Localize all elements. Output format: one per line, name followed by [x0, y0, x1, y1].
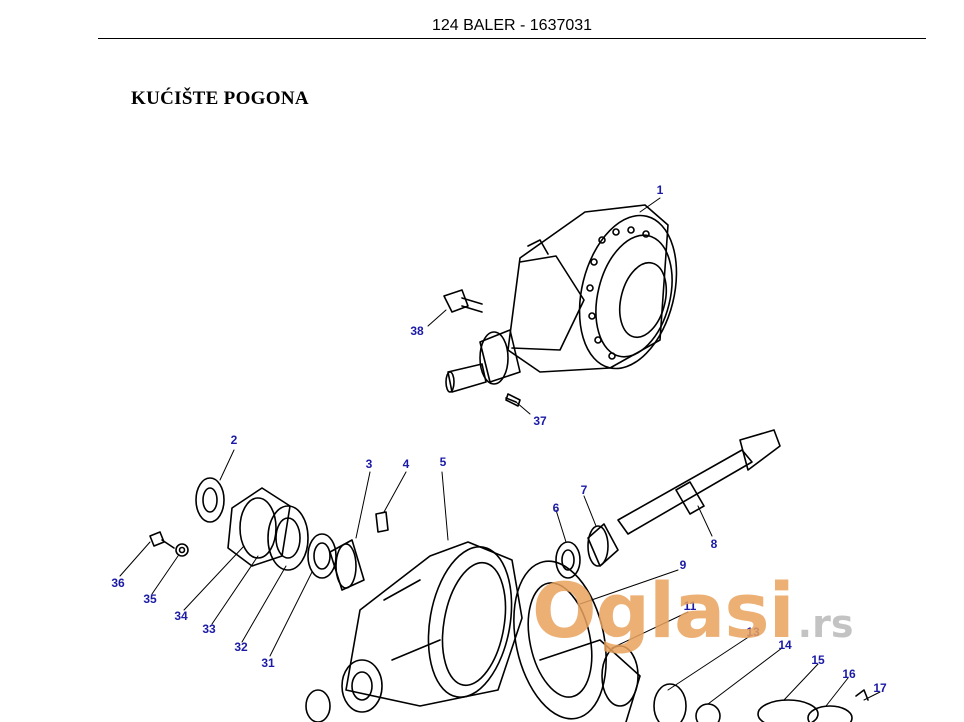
callout-1: 1	[657, 183, 664, 197]
callout-31: 31	[261, 656, 275, 670]
watermark-tld: .rs	[797, 602, 854, 646]
callout-37: 37	[533, 414, 547, 428]
callout-labels: 1 2 3 4 5 6 7 8 9 11 13 14 15 16 17 31 3…	[111, 183, 887, 695]
callout-16: 16	[842, 667, 856, 681]
document-title: 124 BALER - 1637031	[431, 17, 593, 34]
callout-36: 36	[111, 576, 125, 590]
callout-33: 33	[202, 622, 216, 636]
lower-exploded-parts	[149, 429, 869, 722]
callout-6: 6	[553, 501, 560, 515]
watermark-name: Oglasi	[532, 566, 795, 655]
callout-4: 4	[403, 457, 410, 471]
oglasi-watermark-logo: Oglasi.rs	[532, 566, 853, 656]
callout-38: 38	[410, 324, 424, 338]
leader-lines	[119, 197, 881, 707]
callout-13: 13	[746, 625, 760, 639]
callout-9: 9	[680, 558, 687, 572]
callout-11: 11	[684, 599, 697, 613]
callout-14: 14	[778, 638, 792, 652]
callout-3: 3	[366, 457, 373, 471]
page-header: 124 BALER - 1637031	[98, 14, 926, 39]
section-title: KUĆIŠTE POGONA	[131, 88, 309, 109]
callout-17: 17	[873, 681, 887, 695]
callout-32: 32	[234, 640, 248, 654]
callout-5: 5	[440, 455, 447, 469]
callout-34: 34	[174, 609, 188, 623]
callout-35: 35	[143, 592, 157, 606]
callout-2: 2	[231, 433, 238, 447]
callout-15: 15	[811, 653, 825, 667]
callout-7: 7	[581, 483, 588, 497]
callout-8: 8	[711, 537, 718, 551]
drive-housing-assembly	[443, 204, 678, 407]
